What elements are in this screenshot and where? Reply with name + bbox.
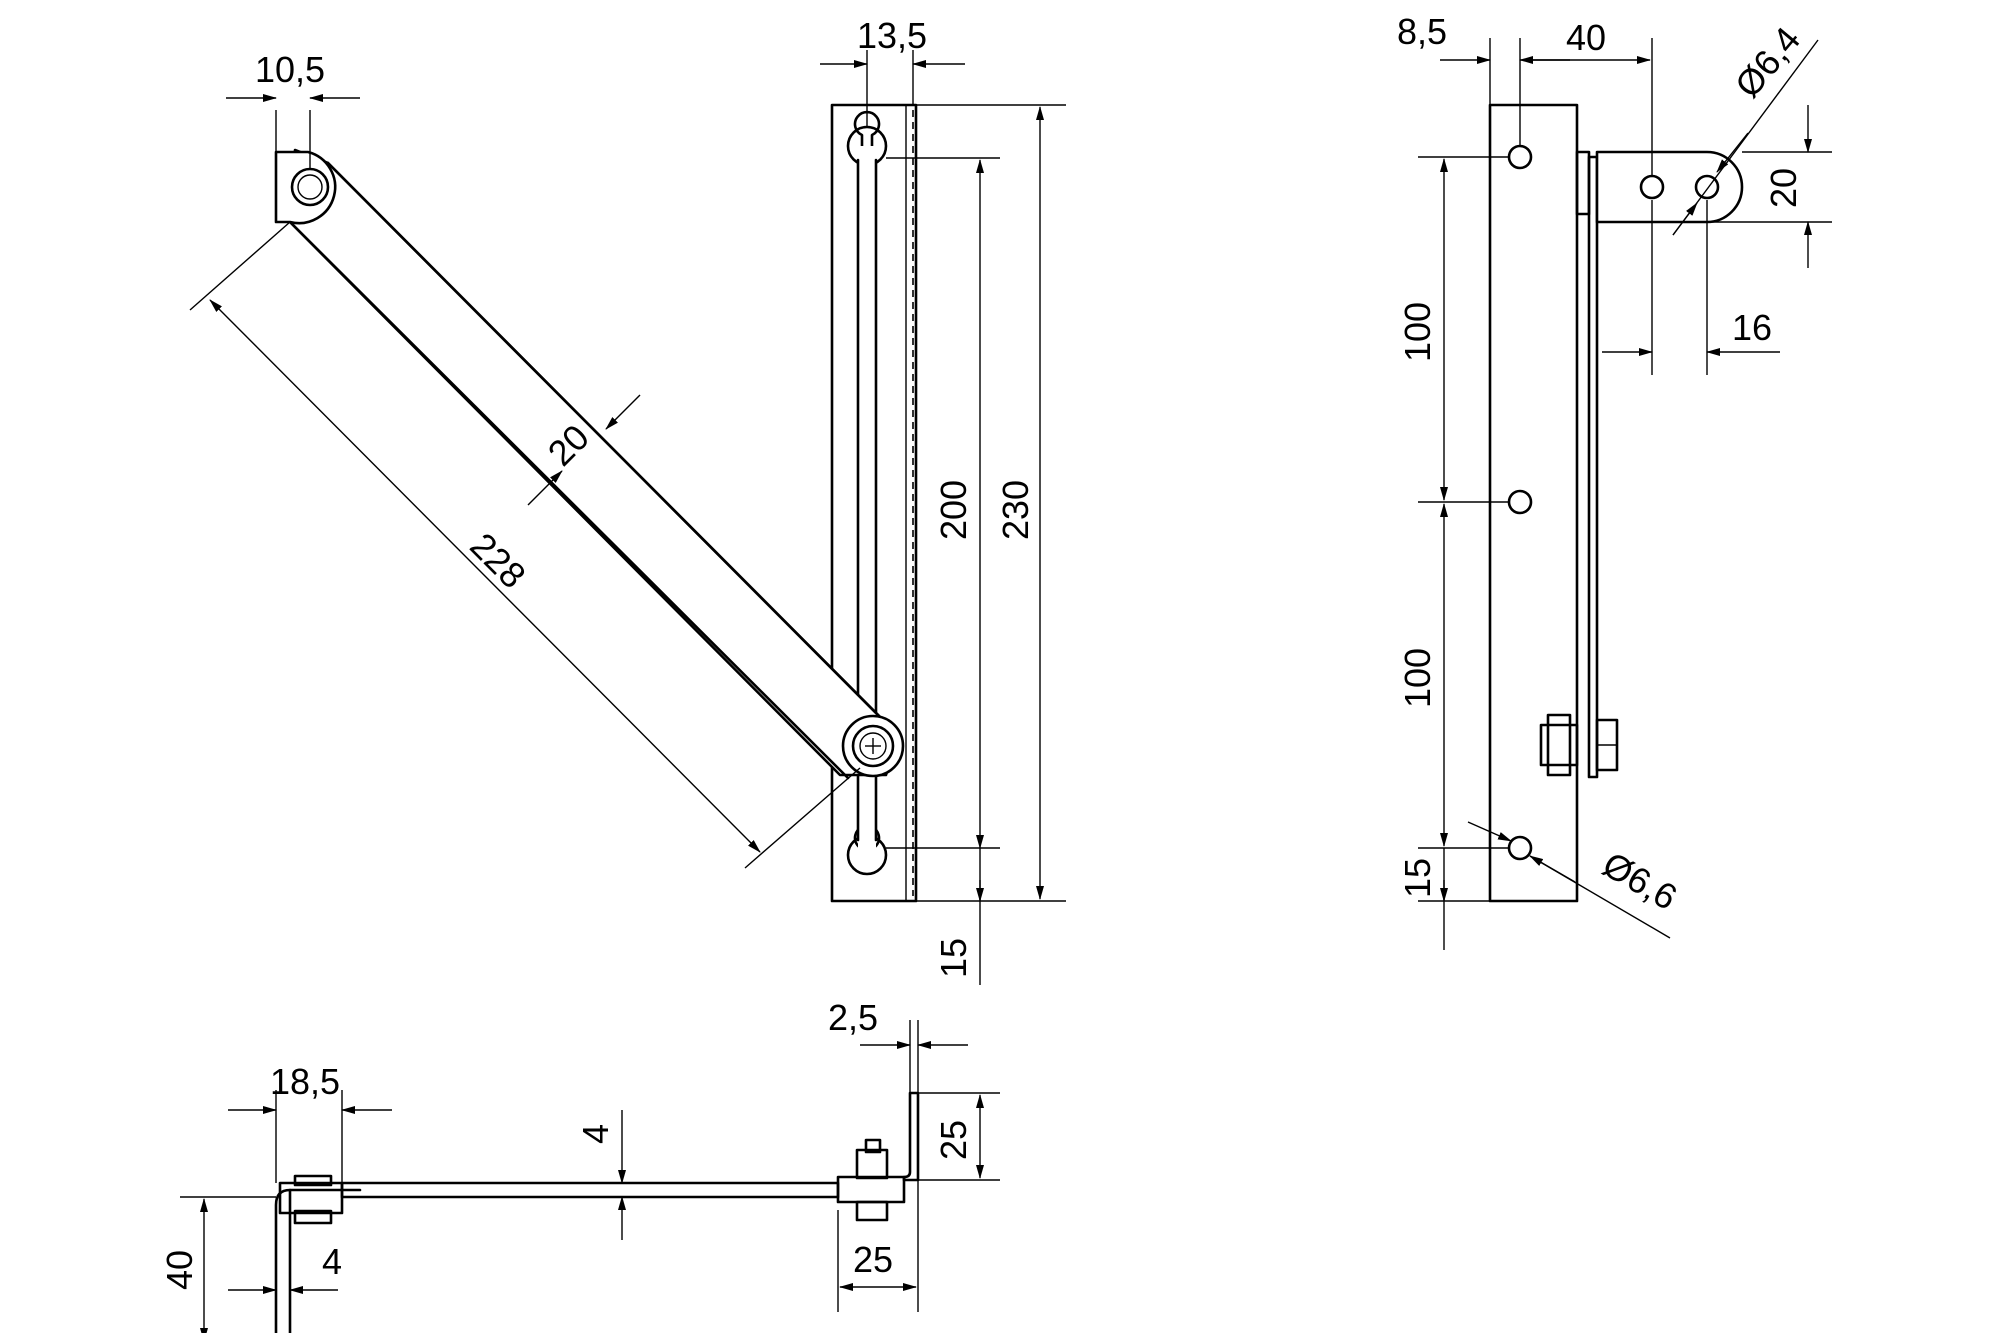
dim-sheet-thickness: 2,5 <box>828 997 878 1038</box>
dim-side-offset: 8,5 <box>1397 11 1447 52</box>
side-rail-body <box>1488 103 1579 903</box>
arm-top-hole <box>290 167 330 207</box>
right-pivot-block <box>836 1175 906 1204</box>
dim-bottom-flange-width: 18,5 <box>270 1061 340 1102</box>
dim-mount-hole-diameter: Ø6,6 <box>1596 843 1684 918</box>
arm-profile <box>340 1181 840 1199</box>
dim-side-bracket-depth: 40 <box>1566 17 1606 58</box>
mount-hole-bottom <box>1507 835 1533 861</box>
dim-pin-offset: 16 <box>1732 307 1772 348</box>
arm-top-bracket <box>274 150 337 225</box>
dim-arm-length: 228 <box>462 525 533 596</box>
pin-hole-2 <box>1694 174 1720 200</box>
dim-side-bottom-offset: 15 <box>1397 858 1438 898</box>
dim-pin-height: 20 <box>1763 168 1804 208</box>
arm-pivot-screw <box>851 724 895 768</box>
dim-bottom-left-height: 40 <box>159 1250 200 1290</box>
dim-left-sheet-thickness: 4 <box>322 1241 342 1282</box>
dim-arm-thickness: 4 <box>575 1124 616 1144</box>
dim-top-left-width: 10,5 <box>255 49 325 90</box>
dim-rail-length: 230 <box>995 480 1036 540</box>
bottom-view: 2,5 25 25 4 18,5 40 4 <box>159 997 1000 1333</box>
dim-hole-spacing: 200 <box>933 480 974 540</box>
rail-body <box>830 103 918 903</box>
mount-hole-mid <box>1507 489 1533 515</box>
dim-pin-diameter: Ø6,4 <box>1727 19 1809 105</box>
front-view: 10,5 228 20 13,5 200 230 15 <box>189 15 1066 985</box>
left-angle-bracket <box>274 1188 292 1333</box>
dim-hole-pitch-lower: 100 <box>1397 648 1438 708</box>
dim-slot-width: 13,5 <box>857 15 927 56</box>
side-plate <box>1575 150 1591 216</box>
side-screw-nut <box>1539 723 1579 767</box>
mount-hole-top <box>1507 144 1533 170</box>
dim-right-flange-height: 25 <box>933 1120 974 1160</box>
dim-right-flange-width: 25 <box>853 1239 893 1280</box>
dim-hole-pitch-upper: 100 <box>1397 302 1438 362</box>
side-view: 8,5 40 Ø6,4 20 16 100 100 15 <box>1397 11 1832 950</box>
right-angle-bracket <box>902 1091 920 1182</box>
dim-rail-bottom-offset: 15 <box>933 938 974 978</box>
pin-bracket <box>1595 150 1744 224</box>
arm-body <box>288 148 900 777</box>
